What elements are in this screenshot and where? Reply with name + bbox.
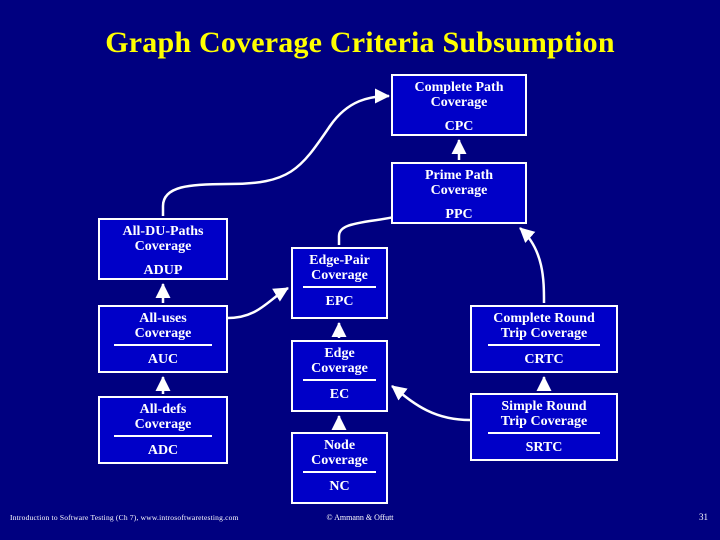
node-label: Node Coverage bbox=[311, 438, 368, 469]
footer-source: Introduction to Software Testing (Ch 7),… bbox=[10, 513, 239, 522]
node-label: All-DU-Paths Coverage bbox=[122, 224, 204, 255]
node-divider bbox=[487, 344, 601, 347]
node-prime-path-coverage[interactable]: Prime Path Coverage PPC bbox=[391, 162, 527, 224]
node-abbreviation: ADC bbox=[147, 443, 179, 459]
node-simple-round-trip-coverage[interactable]: Simple Round Trip Coverage SRTC bbox=[470, 393, 618, 461]
node-label: Simple Round Trip Coverage bbox=[500, 399, 588, 430]
node-label: Edge-Pair Coverage bbox=[309, 253, 370, 284]
node-edge-coverage[interactable]: Edge Coverage EC bbox=[291, 340, 388, 412]
node-abbreviation: ADUP bbox=[143, 263, 183, 279]
node-node-coverage[interactable]: Node Coverage NC bbox=[291, 432, 388, 504]
node-label: Complete Path Coverage bbox=[414, 80, 504, 111]
node-divider bbox=[113, 344, 213, 347]
node-divider bbox=[303, 379, 376, 382]
footer-copyright: © Ammann & Offutt bbox=[326, 513, 394, 522]
node-label: All-defs Coverage bbox=[134, 402, 192, 433]
edge-auc-to-epc bbox=[227, 286, 289, 320]
node-all-du-paths-coverage[interactable]: All-DU-Paths Coverage ADUP bbox=[98, 218, 228, 280]
node-label: Complete Round Trip Coverage bbox=[493, 311, 595, 342]
node-complete-path-coverage[interactable]: Complete Path Coverage CPC bbox=[391, 74, 527, 136]
node-divider bbox=[303, 471, 376, 474]
node-label: Prime Path Coverage bbox=[424, 168, 494, 199]
node-abbreviation: CRTC bbox=[524, 352, 564, 368]
node-edge-pair-coverage[interactable]: Edge-Pair Coverage EPC bbox=[291, 247, 388, 319]
node-abbreviation: PPC bbox=[445, 207, 473, 223]
node-divider bbox=[487, 432, 601, 435]
edge-srtc-to-ec bbox=[391, 385, 471, 422]
node-abbreviation: AUC bbox=[147, 352, 179, 368]
edge-adup-to-cpc bbox=[161, 88, 391, 216]
node-abbreviation: SRTC bbox=[525, 440, 563, 456]
node-label: All-uses Coverage bbox=[134, 311, 192, 342]
node-label: Edge Coverage bbox=[311, 346, 368, 377]
node-abbreviation: CPC bbox=[444, 119, 474, 135]
node-abbreviation: EPC bbox=[325, 294, 354, 310]
node-abbreviation: EC bbox=[329, 387, 350, 403]
node-divider bbox=[303, 286, 376, 289]
page-title: Graph Coverage Criteria Subsumption bbox=[105, 26, 615, 59]
node-divider bbox=[113, 435, 213, 438]
node-abbreviation: NC bbox=[329, 479, 350, 495]
footer-page-number: 31 bbox=[699, 512, 708, 522]
node-complete-round-trip-coverage[interactable]: Complete Round Trip Coverage CRTC bbox=[470, 305, 618, 373]
node-all-defs-coverage[interactable]: All-defs Coverage ADC bbox=[98, 396, 228, 464]
edge-crtc-to-ppc bbox=[519, 227, 546, 304]
node-all-uses-coverage[interactable]: All-uses Coverage AUC bbox=[98, 305, 228, 373]
